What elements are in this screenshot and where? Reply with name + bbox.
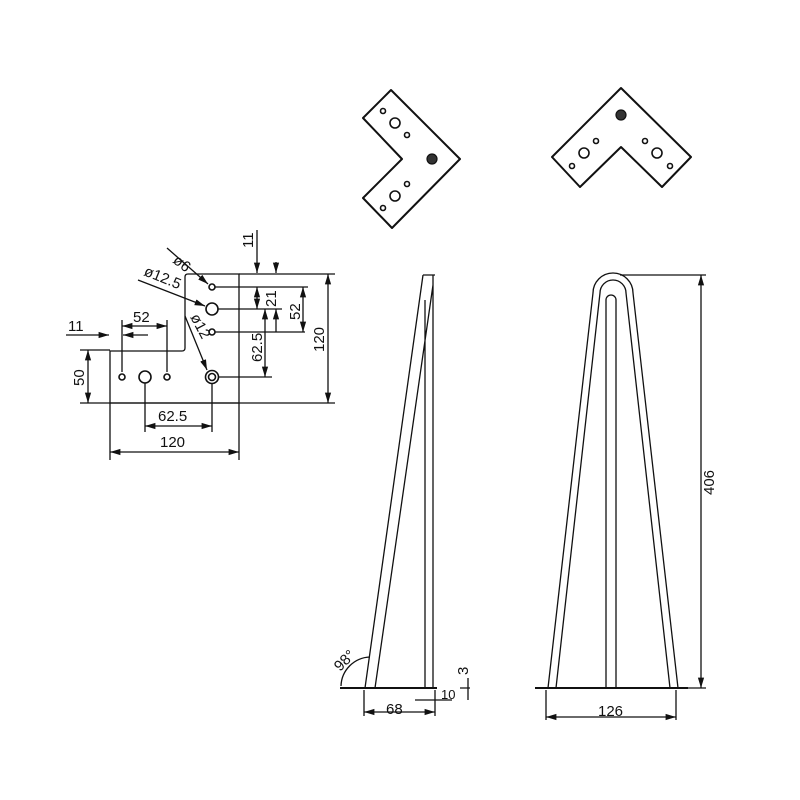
dim-top-11: 11 (240, 232, 257, 248)
leg-side-view: 98° 68 10 3 (331, 274, 472, 718)
dim-width-68: 68 (386, 701, 403, 718)
dim-21: 21 (263, 290, 280, 307)
leg-front-view: 406 126 (535, 272, 718, 721)
dim-plate-3: 3 (455, 667, 472, 675)
plate-dimension-view: ø6 ø12.5 ø12 11 21 52 62.5 120 52 11 50 … (66, 230, 335, 460)
dim-d12: ø12 (186, 311, 213, 342)
dim-height-406: 406 (701, 470, 718, 495)
dim-h62-5: 62.5 (158, 408, 187, 425)
dim-h52: 52 (133, 309, 150, 326)
plate-view-left (362, 89, 461, 229)
plate-view-right (551, 87, 692, 188)
dim-left-11: 11 (68, 318, 84, 335)
dim-angle: 98° (331, 647, 359, 675)
dim-v52: 52 (287, 303, 304, 320)
dim-v120: 120 (311, 327, 328, 352)
dim-width-126: 126 (598, 703, 623, 720)
dim-v62-5: 62.5 (249, 333, 266, 362)
dim-v50: 50 (71, 369, 88, 386)
dim-rod-10: 10 (441, 687, 455, 702)
dim-h120: 120 (160, 434, 185, 451)
